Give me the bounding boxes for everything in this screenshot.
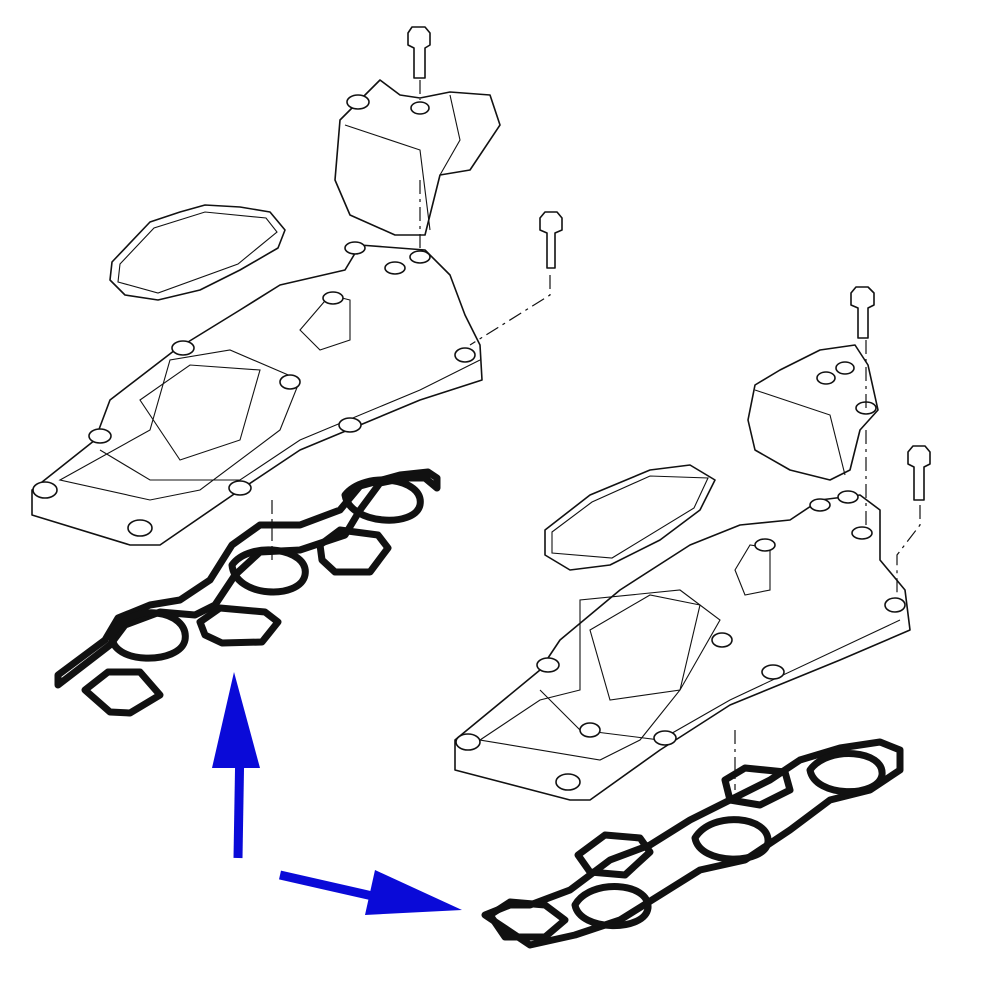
right-actuator-bolt <box>850 286 875 339</box>
right-intake-manifold <box>454 494 911 801</box>
left-cover-gasket <box>109 204 286 301</box>
left-actuator-bolt <box>407 26 431 79</box>
left-assembly <box>31 26 563 717</box>
left-manifold-gasket <box>54 468 441 717</box>
left-intake-manifold <box>31 244 483 546</box>
arrow-right <box>279 870 462 915</box>
right-assembly <box>454 286 931 949</box>
right-cover-gasket <box>544 464 716 571</box>
left-flap-actuator <box>334 79 501 236</box>
left-manifold-bolt <box>539 211 563 269</box>
left-bosses <box>32 241 476 537</box>
arrow-up <box>212 672 260 859</box>
right-manifold-gasket <box>481 738 904 949</box>
right-manifold-bolt <box>907 445 931 501</box>
right-flap-actuator <box>747 344 879 481</box>
right-bosses <box>455 490 906 791</box>
